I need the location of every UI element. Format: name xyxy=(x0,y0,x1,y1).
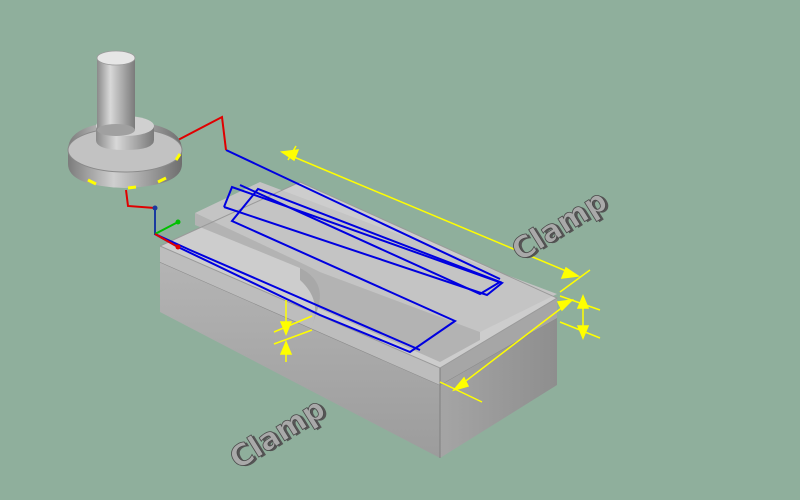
axis-triad-icon xyxy=(152,205,181,250)
toolpath-lower-pass xyxy=(154,233,421,351)
clamp-label-right[interactable]: Clamp Clamp xyxy=(505,182,617,270)
svg-text:Clamp: Clamp xyxy=(506,183,614,268)
rapid-moves xyxy=(125,115,227,209)
stock-front-face-upper xyxy=(160,246,440,385)
dimension-lines xyxy=(273,145,601,403)
svg-text:Clamp: Clamp xyxy=(224,391,332,476)
toolpath-inner-loop xyxy=(223,185,505,297)
stock-right-face-lower xyxy=(440,318,557,458)
stock-right-face-upper xyxy=(440,298,557,385)
stock-step-wall xyxy=(195,213,480,362)
stock-front-face-lower xyxy=(160,262,440,458)
toolpath-entry xyxy=(225,149,501,280)
workpiece-stock[interactable] xyxy=(159,181,559,458)
clamp-label-front[interactable]: Clamp Clamp xyxy=(223,390,335,478)
end-mill-tool-icon[interactable] xyxy=(67,50,183,190)
